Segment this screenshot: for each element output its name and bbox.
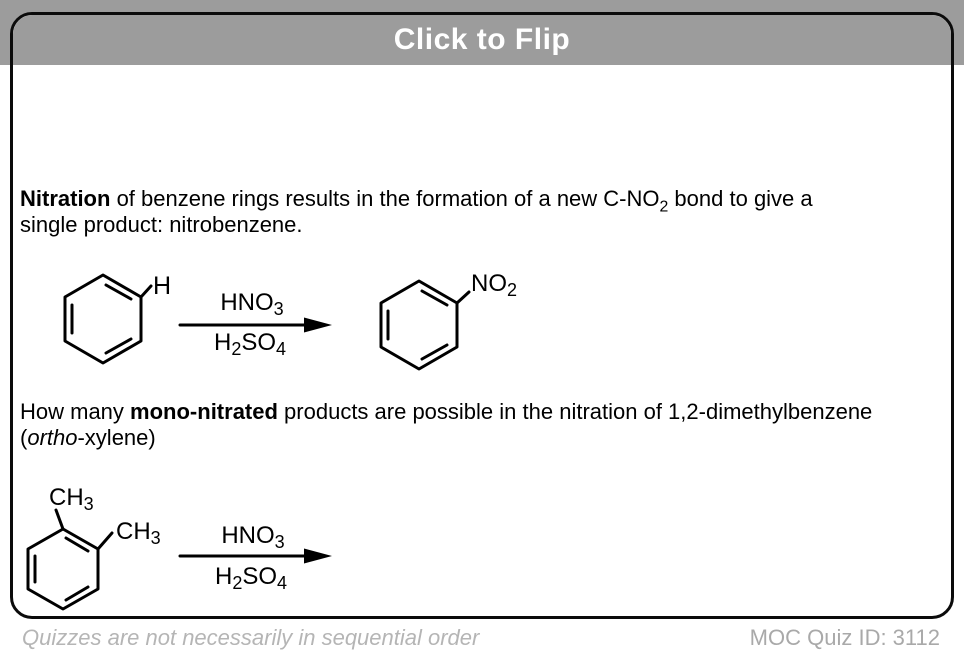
nitrobenzene-hexagon [379,279,459,371]
methyl-label-2: CH3 [116,518,161,548]
benzene-h-bond [139,284,153,299]
h2so4-sub1: 2 [232,573,242,593]
reagent-hno3: HNO3 [220,289,283,319]
reaction-arrow-1 [178,317,332,333]
question-paren-open: ( [20,425,28,450]
oxylene-double-bond-2 [64,585,90,602]
question-text-b: products are possible in the nitration o… [277,399,873,424]
question-italic: ortho [27,425,78,450]
reaction-scheme-2: CH3 CH3 HNO3 H2SO4 [26,484,332,611]
intro-paragraph: Nitration of benzene rings results in th… [20,186,813,238]
oxylene-double-bond-1 [64,536,90,553]
methyl-bond-1 [54,508,65,531]
reagent-h2so4: H2SO4 [214,329,286,359]
arrow-head [304,548,332,564]
benzene-double-bond-1 [104,283,133,301]
benzene-hexagon [63,273,143,365]
hno3-sub: 3 [274,299,284,319]
flip-header-title: Click to Flip [393,23,571,56]
benzene-double-bond-2 [104,337,133,355]
no2-sub: 2 [507,280,517,300]
intro-line-1: Nitration of benzene rings results in th… [20,186,813,216]
quiz-id: MOC Quiz ID: 3112 [749,625,940,650]
benzene-ring [63,273,153,365]
intro-text-b: bond to give a [668,186,813,211]
ch3-1-base: CH [49,484,84,511]
question-bold: mono-nitrated [130,399,278,424]
h2so4-h: H [214,329,231,356]
ch3-2-sub: 3 [151,528,161,548]
reagent-h2so4: H2SO4 [215,563,287,593]
no2-base: NO [471,270,507,297]
reagent-hno3: HNO3 [221,522,284,552]
question-paragraph: How many mono-nitrated products are poss… [20,399,872,451]
intro-line-2: single product: nitrobenzene. [20,212,303,237]
nitro-group-bond [455,290,471,305]
ch3-1-sub: 3 [84,494,94,514]
flip-header[interactable]: Click to Flip [13,15,951,65]
no2-label: NO2 [471,270,517,300]
intro-text-a: of benzene rings results in the formatio… [110,186,660,211]
nitrobenzene-double-bond-1 [420,289,449,307]
h-label: H [153,272,171,300]
footer-note: Quizzes are not necessarily in sequentia… [22,625,480,650]
h-label-text: H [153,272,171,300]
h2so4-sub1: 2 [231,339,241,359]
methyl-label-1: CH3 [49,484,94,514]
hno3-base: HNO [221,522,274,549]
intro-bold: Nitration [20,186,111,211]
nitrobenzene-ring [379,279,471,371]
question-line-1: How many mono-nitrated products are poss… [20,399,872,425]
ch3-2-base: CH [116,518,151,545]
reaction-arrow-2 [178,548,332,564]
question-line-2: (ortho-xylene) [20,425,872,451]
nitrobenzene-double-bond-2 [420,343,449,361]
hno3-base: HNO [220,289,273,316]
h2so4-h: H [215,563,232,590]
question-text-c: -xylene) [77,425,156,450]
oxylene-hexagon [26,527,100,611]
quiz-flashcard[interactable]: Click to Flip [10,12,954,619]
h2so4-sub2: 4 [276,339,286,359]
reaction-scheme-1: H HNO3 H2SO4 NO2 [63,270,517,371]
h2so4-so: SO [241,329,276,356]
arrow-head [304,317,332,333]
question-text-a: How many [20,399,131,424]
hno3-sub: 3 [275,532,285,552]
intro-subscript: 2 [659,198,669,216]
h2so4-sub2: 4 [277,573,287,593]
h2so4-so: SO [242,563,277,590]
methyl-bond-2 [96,531,114,551]
oxylene-ring [26,508,114,611]
